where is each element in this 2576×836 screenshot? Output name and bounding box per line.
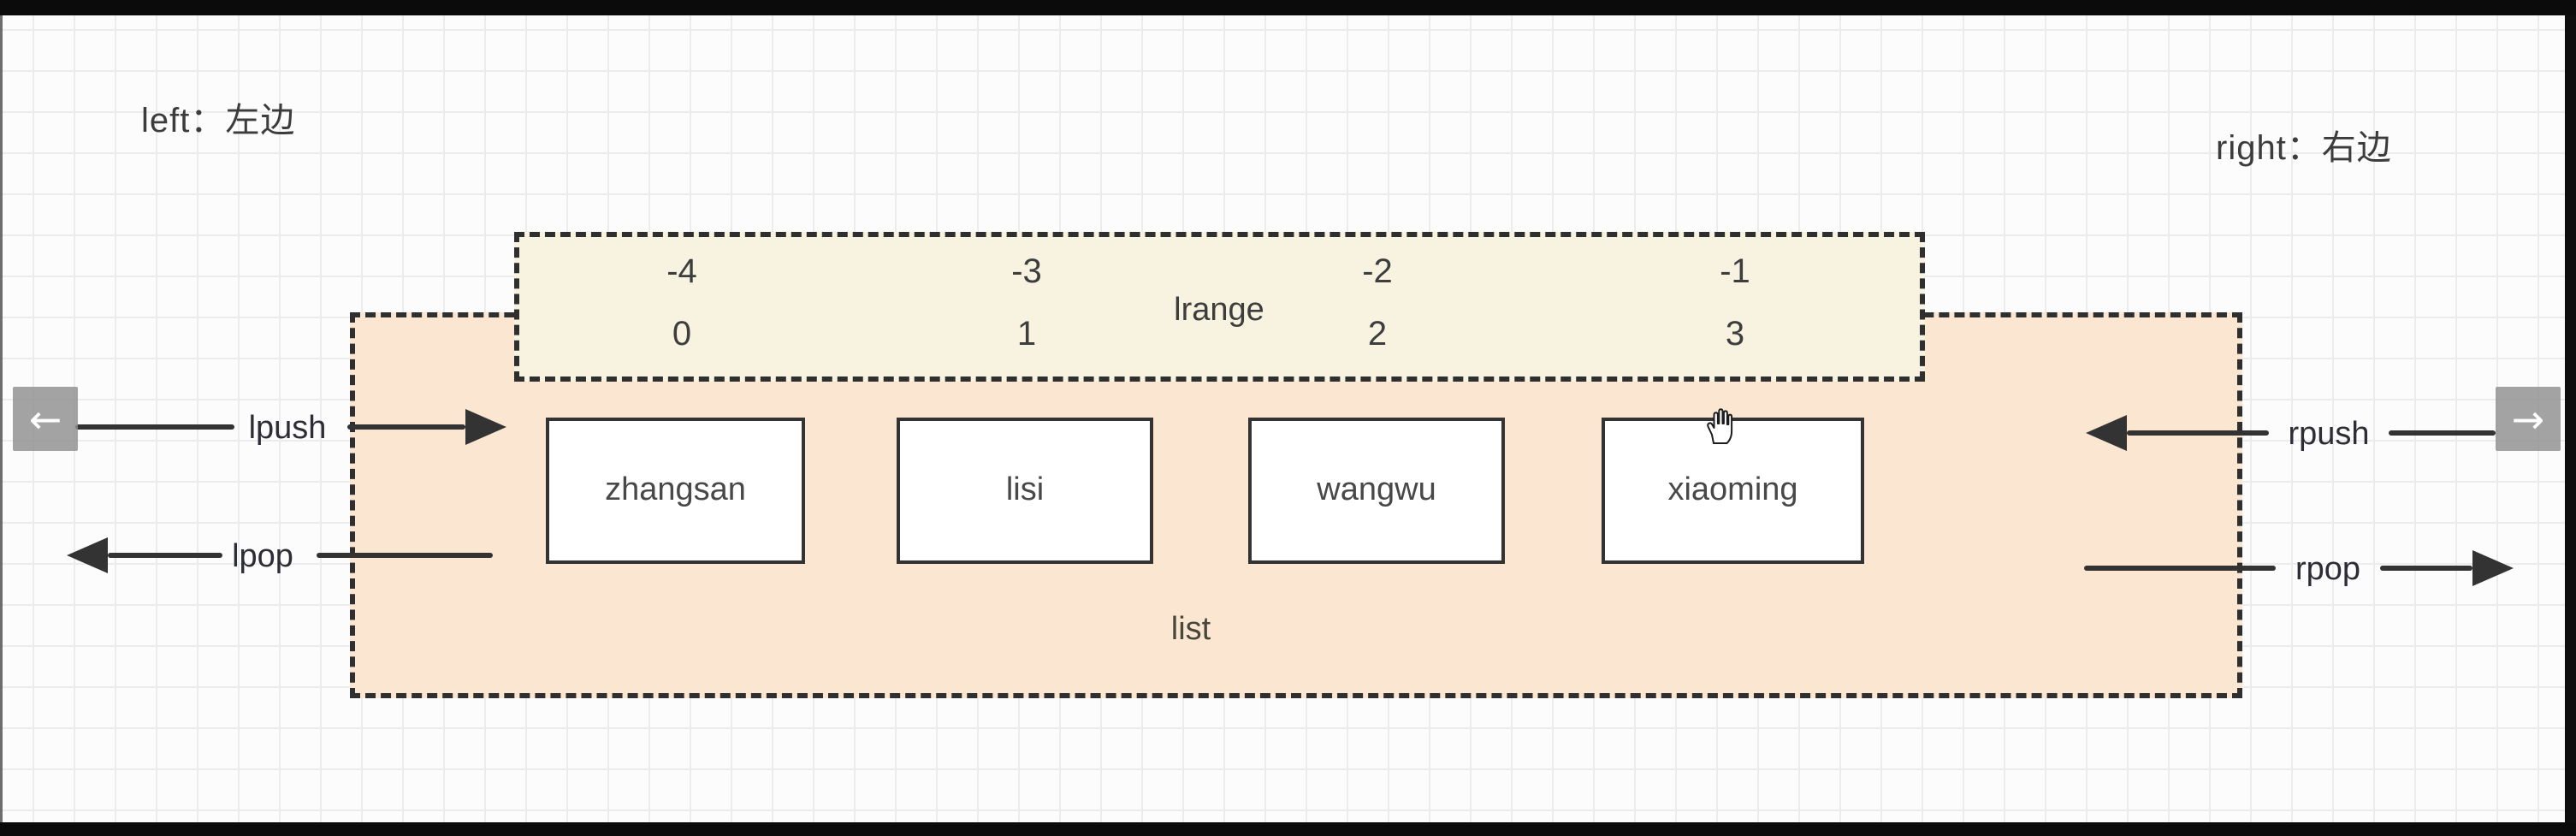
list-item-label: zhangsan xyxy=(605,471,746,507)
pos-index-2: 2 xyxy=(1367,315,1388,353)
next-slide-button[interactable]: → xyxy=(2496,387,2561,451)
neg-index-1: -3 xyxy=(1011,252,1042,290)
lpush-arrow-line xyxy=(347,424,465,430)
list-item-label: lisi xyxy=(1005,471,1045,507)
list-item-box: xiaoming xyxy=(1602,418,1864,564)
pos-index-3: 3 xyxy=(1725,315,1745,353)
pos-index-0: 0 xyxy=(672,315,692,353)
list-item-box: wangwu xyxy=(1248,418,1505,564)
lpop-label: lpop xyxy=(232,538,293,574)
rpop-label: rpop xyxy=(2295,551,2361,587)
top-letterbox-bar xyxy=(0,0,2576,15)
rpop-arrowhead-icon xyxy=(2472,550,2514,586)
right-side-note: right：右边 xyxy=(2216,129,2392,167)
list-item-label: xiaoming xyxy=(1667,471,1798,507)
rpush-arrow-line xyxy=(2389,430,2496,436)
neg-index-0: -4 xyxy=(666,252,697,290)
lpop-arrowhead-icon xyxy=(67,537,108,573)
lpush-arrowhead-icon xyxy=(465,409,506,445)
left-edge-line xyxy=(0,0,3,836)
lrange-label: lrange xyxy=(1174,292,1264,328)
list-item-box: lisi xyxy=(897,418,1153,564)
lrange-index-box xyxy=(514,232,1925,382)
pos-index-1: 1 xyxy=(1016,315,1037,353)
lpush-arrow-line xyxy=(75,424,234,430)
rpush-arrowhead-icon xyxy=(2086,415,2127,451)
right-edge-bar xyxy=(2565,0,2576,836)
rpush-label: rpush xyxy=(2288,416,2370,452)
rpop-arrow-line xyxy=(2380,566,2472,571)
lpop-arrow-line xyxy=(317,553,493,558)
prev-slide-button[interactable]: ← xyxy=(13,387,78,451)
neg-index-3: -1 xyxy=(1720,252,1750,290)
left-arrow-icon: ← xyxy=(28,395,62,442)
list-label: list xyxy=(1170,611,1211,647)
right-arrow-icon: → xyxy=(2511,395,2545,442)
rpush-arrow-line xyxy=(2127,430,2269,436)
lpush-label: lpush xyxy=(248,410,327,446)
bottom-letterbox-bar xyxy=(0,822,2576,836)
list-item-box: zhangsan xyxy=(546,418,805,564)
hand-cursor-icon xyxy=(1707,408,1733,444)
list-item-label: wangwu xyxy=(1317,471,1436,507)
neg-index-2: -2 xyxy=(1362,252,1393,290)
left-side-note: left：左边 xyxy=(141,102,296,139)
lpop-arrow-line xyxy=(108,553,222,558)
rpop-arrow-line xyxy=(2084,566,2276,571)
